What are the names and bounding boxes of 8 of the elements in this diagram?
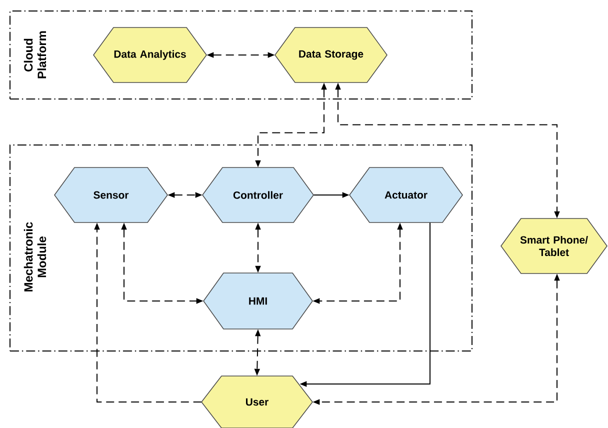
hexagon-box: Actuator bbox=[349, 167, 463, 223]
hexagon-box: HMI bbox=[203, 272, 313, 330]
hexagon-box: Controller bbox=[202, 167, 314, 223]
hexagon-box: Sensor bbox=[54, 167, 168, 223]
hexagon-box: Data Storage bbox=[274, 27, 388, 83]
hexagon-box: Smart Phone/ Tablet bbox=[500, 218, 608, 274]
hexagon-box: User bbox=[201, 376, 313, 428]
hexagon-box: Data Analytics bbox=[93, 27, 207, 83]
